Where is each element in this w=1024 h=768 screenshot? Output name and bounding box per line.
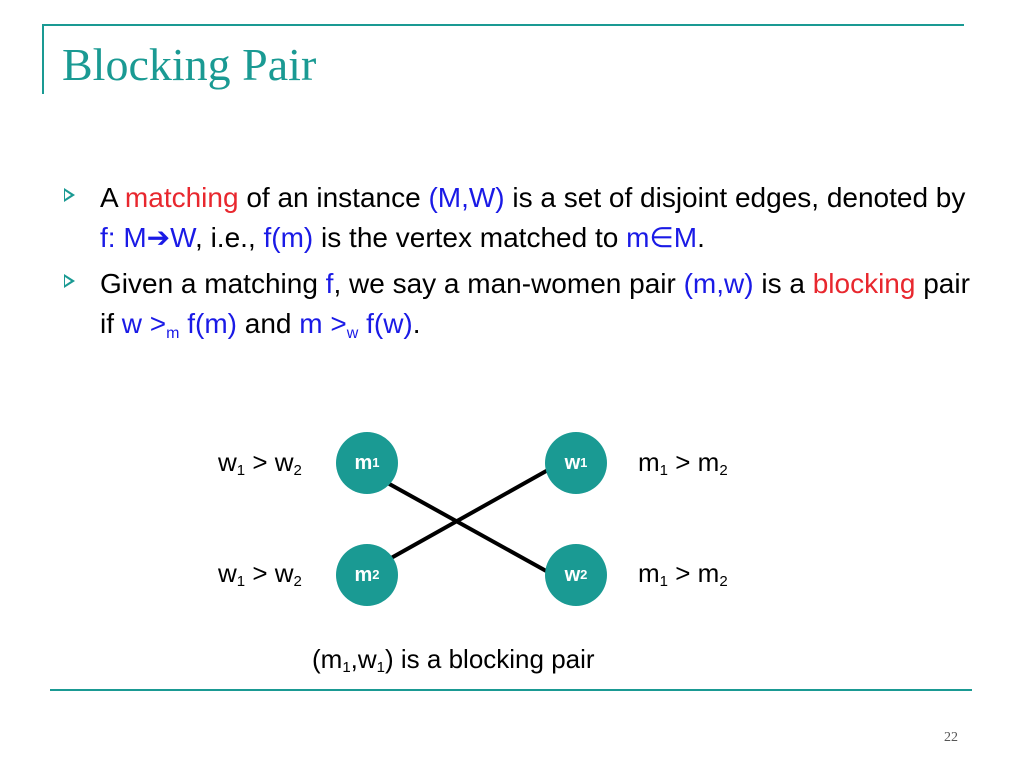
pref-m1-first-sub: 1 (236, 462, 246, 479)
pref-m1-second-sub: 2 (293, 462, 302, 479)
bullet1-text: . (697, 222, 705, 253)
pref-w2-first: m (638, 558, 660, 588)
bullet2-text: is a (753, 268, 813, 299)
condition-fm: f(m) (179, 308, 237, 339)
bullet-list: A matching of an instance (M,W) is a set… (62, 178, 982, 350)
pref-label-w1: m1 > m2 (638, 447, 728, 479)
pref-w2-second-sub: 2 (719, 573, 728, 590)
pref-m2-first: w (218, 558, 237, 588)
node-m1-letter: m (354, 451, 373, 474)
bullet2-text: and (237, 308, 300, 339)
function-f: f (325, 268, 334, 299)
term-matching: matching (124, 182, 239, 213)
pref-m2-second: w (274, 558, 294, 588)
pref-m1-relation: > (245, 447, 275, 477)
pair-mw: (m,w) (683, 268, 754, 299)
condition-w-sub: m (166, 325, 180, 342)
bullet1-text: is the vertex matched to (313, 222, 627, 253)
bullet2-text: Given a matching (100, 268, 326, 299)
pref-w1-relation: > (668, 447, 698, 477)
bullet1-text: , i.e., (195, 222, 264, 253)
bullet1-text: A (100, 182, 125, 213)
right-arrow-icon: ➔ (146, 222, 171, 253)
pref-m1-first: w (218, 447, 237, 477)
pref-label-m1: w1 > w2 (218, 447, 302, 479)
bullet-arrow-icon (64, 188, 75, 202)
pref-w2-second: m (697, 558, 720, 588)
condition-m: m > (299, 308, 347, 339)
bullet2-text: . (412, 308, 421, 339)
caption-text: (m (312, 644, 343, 674)
m-in-M: m∈M (626, 222, 698, 253)
footer-rule (50, 689, 972, 691)
pref-w2-relation: > (668, 558, 698, 588)
edge-m2-w1 (383, 468, 549, 564)
title-left-rule (42, 24, 44, 94)
bullet2-text: pair if (100, 268, 970, 339)
node-m2-letter: m (354, 563, 373, 586)
instance-mw: (M,W) (428, 182, 505, 213)
pref-w1-first-sub: 1 (659, 462, 669, 479)
edge-m1-w2 (383, 479, 549, 574)
pref-label-m2: w1 > w2 (218, 558, 302, 590)
pref-m2-first-sub: 1 (236, 573, 246, 590)
bullet-arrow-icon (64, 274, 75, 288)
condition-m-sub: w (346, 325, 359, 342)
bullet-matching-definition: A matching of an instance (M,W) is a set… (62, 178, 982, 258)
condition-fw: f(w) (358, 308, 413, 339)
caption-text: ,w (350, 644, 377, 674)
bullet2-text: , we say a man-women pair (333, 268, 684, 299)
pref-m2-relation: > (245, 558, 275, 588)
term-blocking: blocking (812, 268, 916, 299)
slide-title: Blocking Pair (62, 39, 317, 90)
diagram-caption: (m1,w1) is a blocking pair (312, 644, 595, 676)
title-top-rule (42, 24, 964, 26)
bullet1-text: of an instance (238, 182, 429, 213)
pref-w1-second-sub: 2 (719, 462, 728, 479)
node-w1-letter: w (564, 451, 581, 474)
page-number: 22 (944, 730, 958, 745)
caption-sub: 1 (342, 659, 351, 676)
function-f: f: M (100, 222, 147, 253)
function-fm: f(m) (263, 222, 314, 253)
bullet1-text: is a set of disjoint edges, denoted by (504, 182, 966, 213)
pref-w1-first: m (638, 447, 660, 477)
caption-text: ) is a blocking pair (385, 644, 595, 674)
pref-m1-second: w (274, 447, 294, 477)
caption-sub: 1 (376, 659, 386, 676)
function-codomain: W (170, 222, 196, 253)
bullet-blocking-definition: Given a matching f, we say a man-women p… (62, 264, 982, 344)
pref-label-w2: m1 > m2 (638, 558, 728, 590)
pref-m2-second-sub: 2 (293, 573, 302, 590)
node-w2-letter: w (564, 563, 581, 586)
condition-w: w > (121, 308, 167, 339)
pref-w2-first-sub: 1 (659, 573, 669, 590)
pref-w1-second: m (697, 447, 720, 477)
